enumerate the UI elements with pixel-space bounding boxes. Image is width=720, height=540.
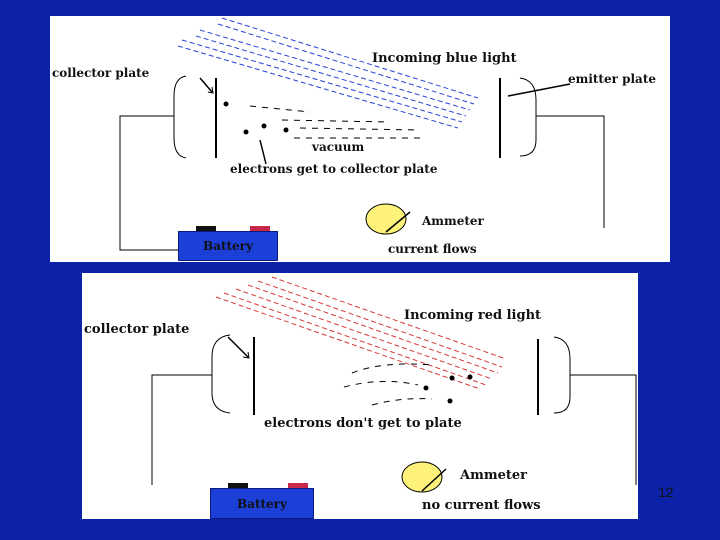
battery: Battery — [178, 231, 278, 261]
electron-paths — [343, 363, 433, 406]
battery-negative-terminal — [196, 226, 216, 231]
incoming-light-label: Incoming red light — [404, 308, 542, 323]
electrons-note: electrons don't get to plate — [264, 416, 462, 431]
blue-light-drawing — [119, 17, 605, 251]
collector-plate-label: collector plate — [84, 322, 190, 337]
current-note: no current flows — [422, 498, 541, 513]
collector-housing — [211, 334, 231, 414]
vacuum-label: vacuum — [312, 140, 365, 154]
vacuum-dash — [299, 127, 421, 131]
ammeter-needle — [421, 468, 447, 492]
blue-light-rays — [177, 17, 479, 129]
light-ray — [257, 280, 503, 368]
light-ray — [215, 296, 481, 390]
electron — [423, 385, 429, 391]
red-light-rays — [215, 276, 507, 390]
light-ray — [199, 29, 471, 111]
circuit-wire-right — [570, 374, 637, 485]
electron — [449, 375, 455, 381]
circuit-wire-left — [151, 374, 212, 485]
light-ray — [217, 23, 475, 105]
electron — [223, 101, 229, 107]
emitter-housing — [519, 77, 537, 157]
light-ray — [247, 284, 499, 374]
electrons-pointer — [259, 139, 267, 165]
electron — [447, 398, 453, 404]
ammeter-label: Ammeter — [422, 214, 484, 228]
collector-pointer-head — [242, 351, 250, 359]
incoming-light-label: Incoming blue light — [372, 51, 517, 66]
emitter-pointer — [507, 83, 571, 97]
battery-label: Battery — [203, 239, 253, 253]
vacuum-dash — [281, 119, 391, 123]
battery-label: Battery — [237, 496, 287, 511]
electron — [467, 374, 473, 380]
light-ray — [181, 39, 463, 123]
ammeter-dial — [365, 203, 407, 235]
battery-positive-terminal — [288, 483, 308, 488]
ammeter-label: Ammeter — [460, 468, 527, 483]
slide-number: 12 — [658, 484, 674, 500]
light-ray — [221, 17, 479, 99]
light-ray — [177, 45, 459, 129]
electron-path — [371, 398, 433, 406]
light-ray — [235, 288, 493, 380]
circuit-wire-left — [119, 115, 178, 251]
red-light-drawing — [151, 276, 637, 493]
collector-pointer-head — [207, 86, 214, 94]
collector-pointer — [227, 336, 249, 358]
emitter-housing — [553, 336, 571, 414]
electrons — [223, 101, 289, 135]
light-ray — [223, 292, 487, 386]
ammeter-dial — [401, 461, 443, 493]
blue-light-diagram: Incoming blue light collector plate emit… — [50, 16, 670, 262]
circuit-wire-right — [536, 115, 605, 228]
electron — [283, 127, 289, 133]
vacuum-dash — [249, 105, 311, 113]
electron — [261, 123, 267, 129]
collector-pointer — [199, 77, 213, 93]
electrons — [423, 374, 473, 404]
electrons-note: electrons get to collector plate — [230, 162, 438, 176]
collector-housing — [173, 75, 187, 159]
electron-path — [343, 380, 419, 388]
battery: Battery — [210, 488, 314, 519]
light-ray — [195, 35, 467, 117]
red-light-diagram: Incoming red light collector plate elect… — [82, 273, 638, 519]
ammeter-needle — [385, 211, 411, 233]
battery-positive-terminal — [250, 226, 270, 231]
vacuum-dashes — [249, 105, 424, 139]
electron — [243, 129, 249, 135]
collector-plate-label: collector plate — [52, 66, 150, 80]
current-note: current flows — [388, 242, 477, 256]
light-ray — [271, 276, 507, 360]
emitter-plate-label: emitter plate — [568, 72, 657, 86]
battery-negative-terminal — [228, 483, 248, 488]
